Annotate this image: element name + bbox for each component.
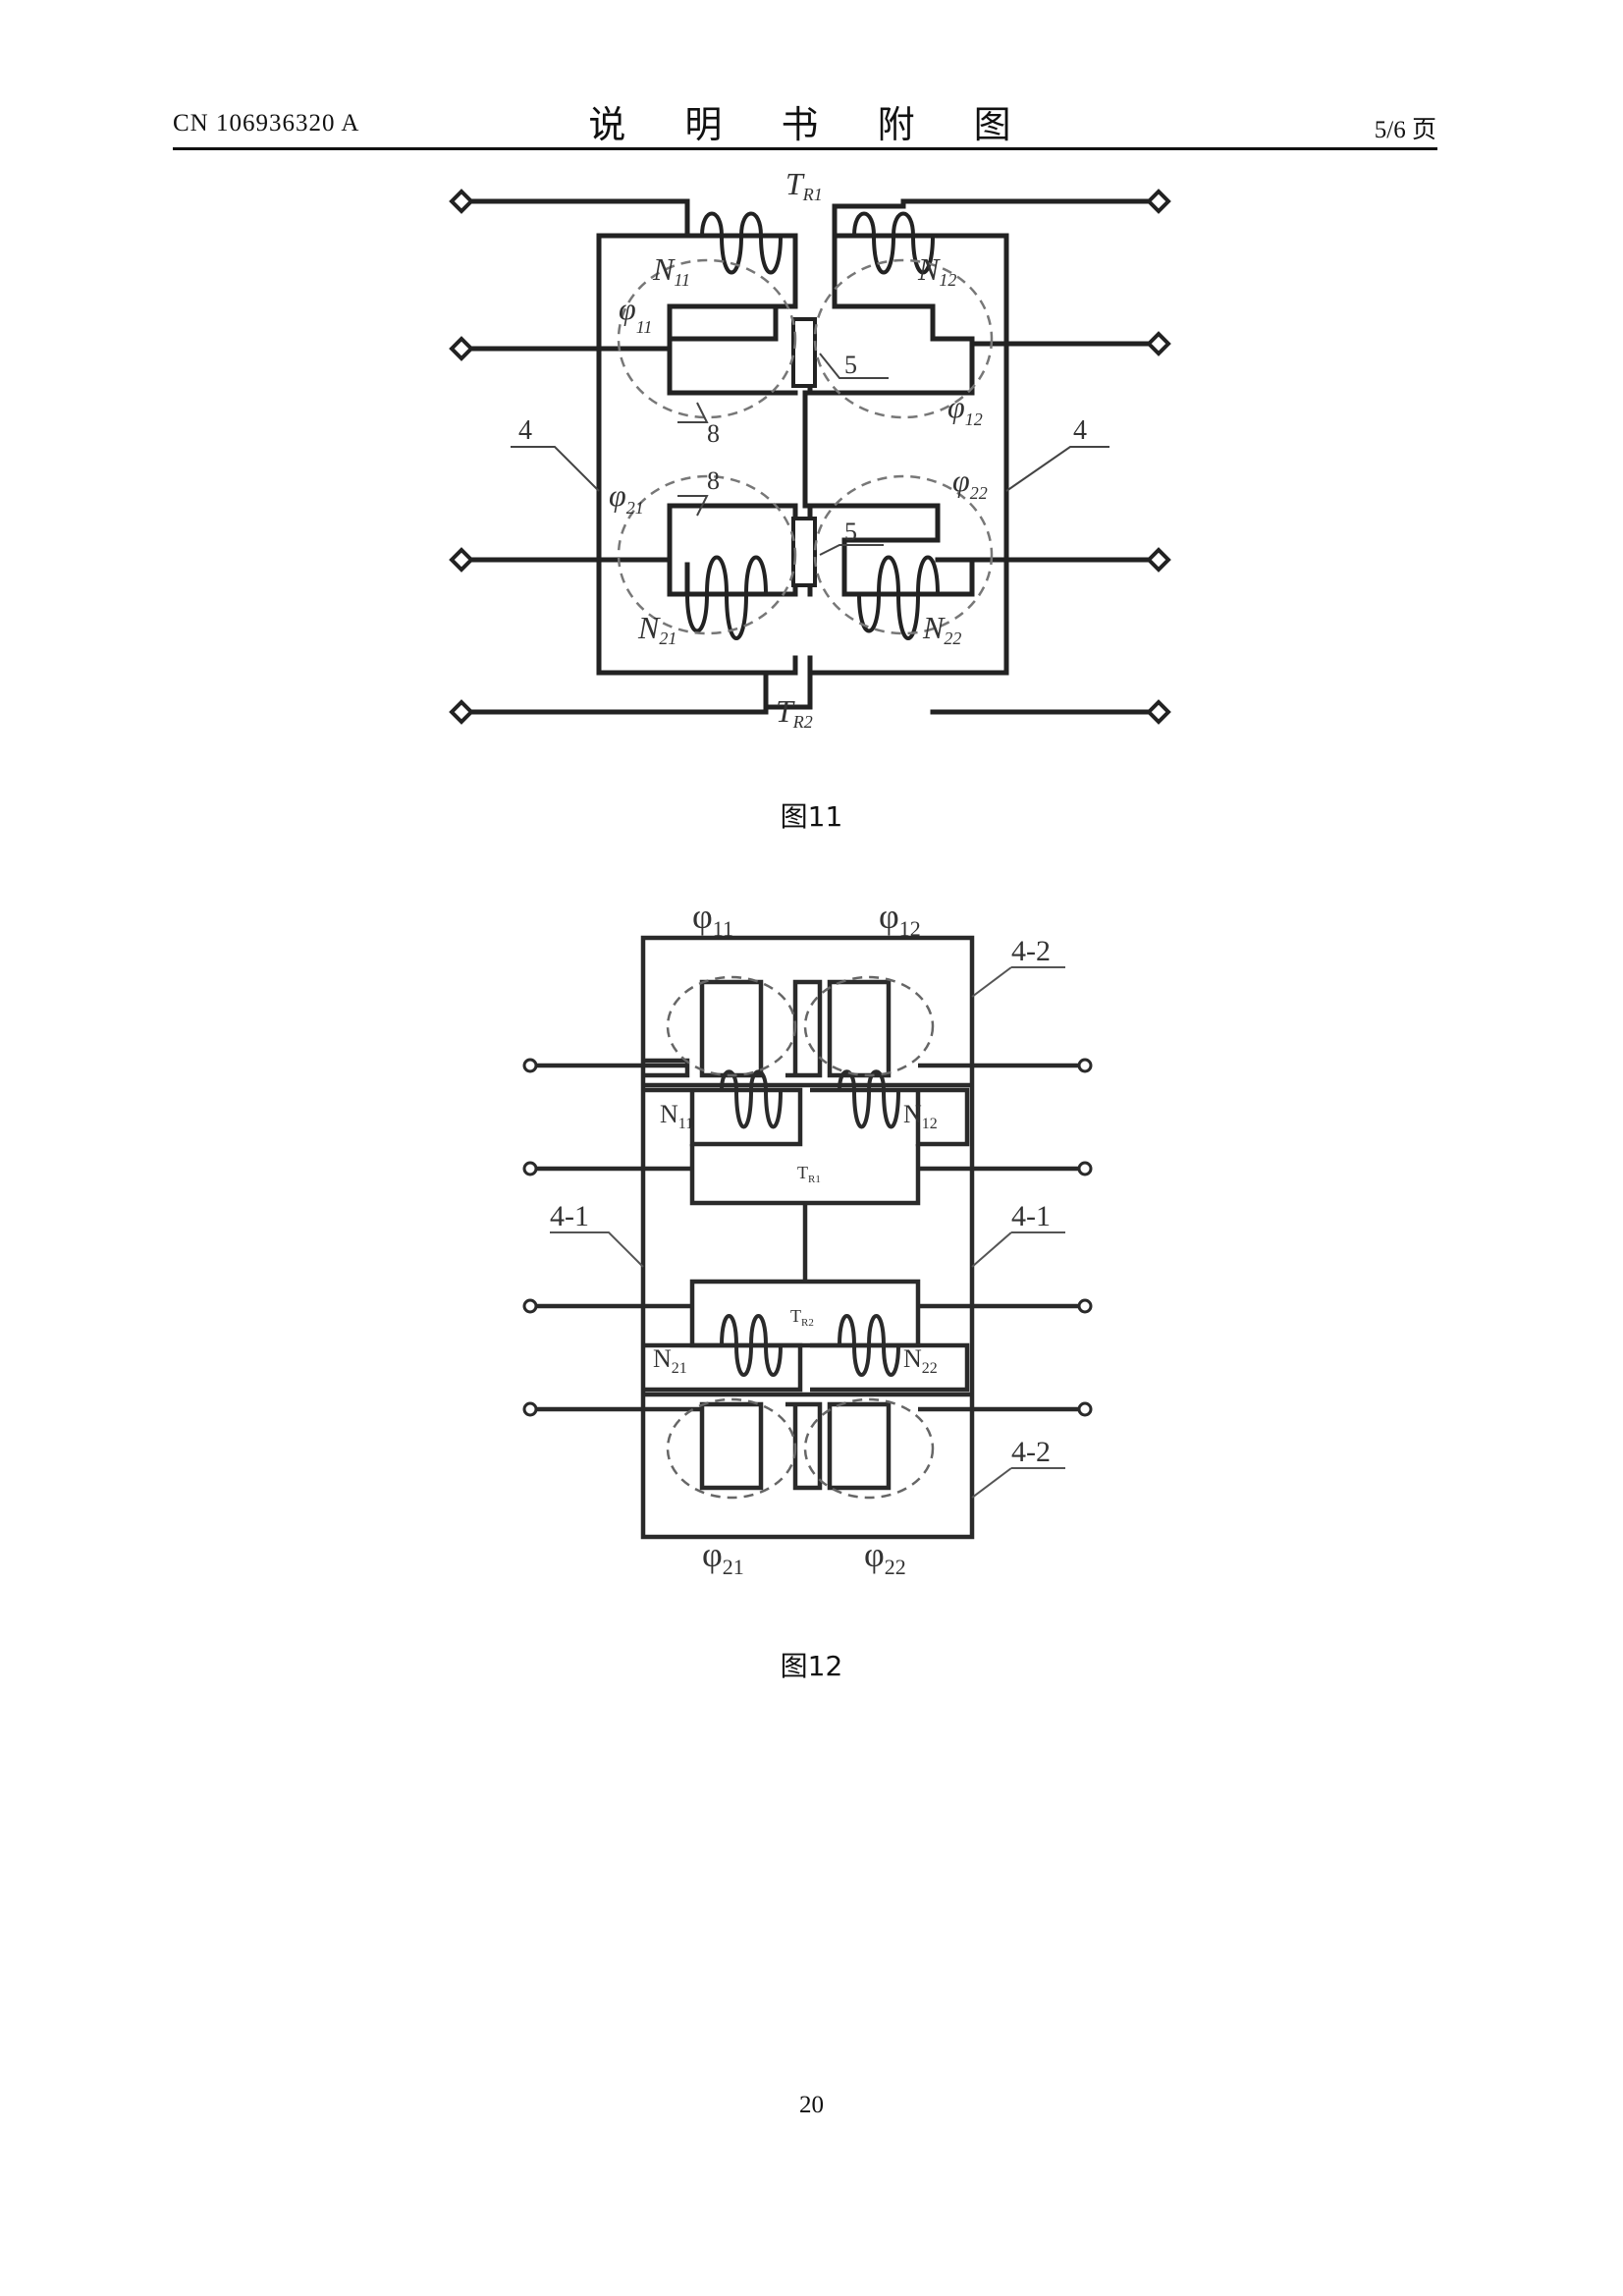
fig12-label-ref42-bottom: 4-2 bbox=[1011, 1436, 1051, 1468]
page-number: 20 bbox=[799, 2092, 824, 2118]
label-n11: N11 bbox=[652, 251, 690, 290]
figure-12-diagram: φ11 φ12 φ21 φ22 N11 N12 N21 N22 TR1 TR2 … bbox=[522, 897, 1093, 1579]
fig12-label-ref41-right: 4-1 bbox=[1011, 1200, 1051, 1232]
label-ref4-left: 4 bbox=[518, 415, 532, 446]
label-phi22: φ22 bbox=[952, 463, 988, 503]
label-tr2: TR2 bbox=[776, 693, 813, 732]
label-tr1: TR1 bbox=[785, 166, 823, 204]
fig12-label-ref41-left: 4-1 bbox=[550, 1200, 589, 1232]
header-rule bbox=[173, 147, 1437, 150]
fig12-label-phi21: φ21 bbox=[702, 1535, 744, 1579]
label-ref4-right: 4 bbox=[1073, 415, 1087, 446]
fig12-label-phi12: φ12 bbox=[879, 897, 921, 941]
label-n21: N21 bbox=[637, 610, 676, 648]
fig12-label-n12: N12 bbox=[903, 1100, 938, 1132]
label-ref8-top: 8 bbox=[707, 419, 720, 448]
label-phi12: φ12 bbox=[947, 389, 983, 429]
label-ref5-top: 5 bbox=[844, 351, 857, 379]
fig12-label-ref42-top: 4-2 bbox=[1011, 935, 1051, 967]
patent-number: CN 106936320 A bbox=[173, 110, 360, 137]
fig12-label-phi22: φ22 bbox=[864, 1535, 906, 1579]
label-ref5-bottom: 5 bbox=[844, 518, 857, 546]
label-phi11: φ11 bbox=[619, 291, 652, 337]
fig12-label-n11: N11 bbox=[660, 1100, 693, 1132]
figure-12-caption: 图12 bbox=[780, 1650, 843, 1682]
figure-11-caption: 图11 bbox=[780, 800, 843, 833]
label-n12: N12 bbox=[917, 251, 956, 290]
fig12-label-n22: N22 bbox=[903, 1344, 938, 1377]
fig12-label-n21: N21 bbox=[653, 1344, 687, 1377]
label-n22: N22 bbox=[922, 610, 961, 648]
fig12-label-phi11: φ11 bbox=[692, 897, 733, 941]
fig12-label-tr1: TR1 bbox=[797, 1163, 821, 1185]
section-title: 说 明 书 附 图 bbox=[588, 103, 1035, 146]
page-count: 5/6 页 bbox=[1374, 117, 1436, 143]
label-phi21: φ21 bbox=[609, 477, 644, 518]
figure-11-diagram: TR1 TR2 N11 N12 N21 N22 φ11 φ12 φ21 φ22 … bbox=[449, 166, 1171, 732]
label-ref8-bottom: 8 bbox=[707, 466, 720, 495]
fig12-label-tr2: TR2 bbox=[790, 1306, 814, 1329]
